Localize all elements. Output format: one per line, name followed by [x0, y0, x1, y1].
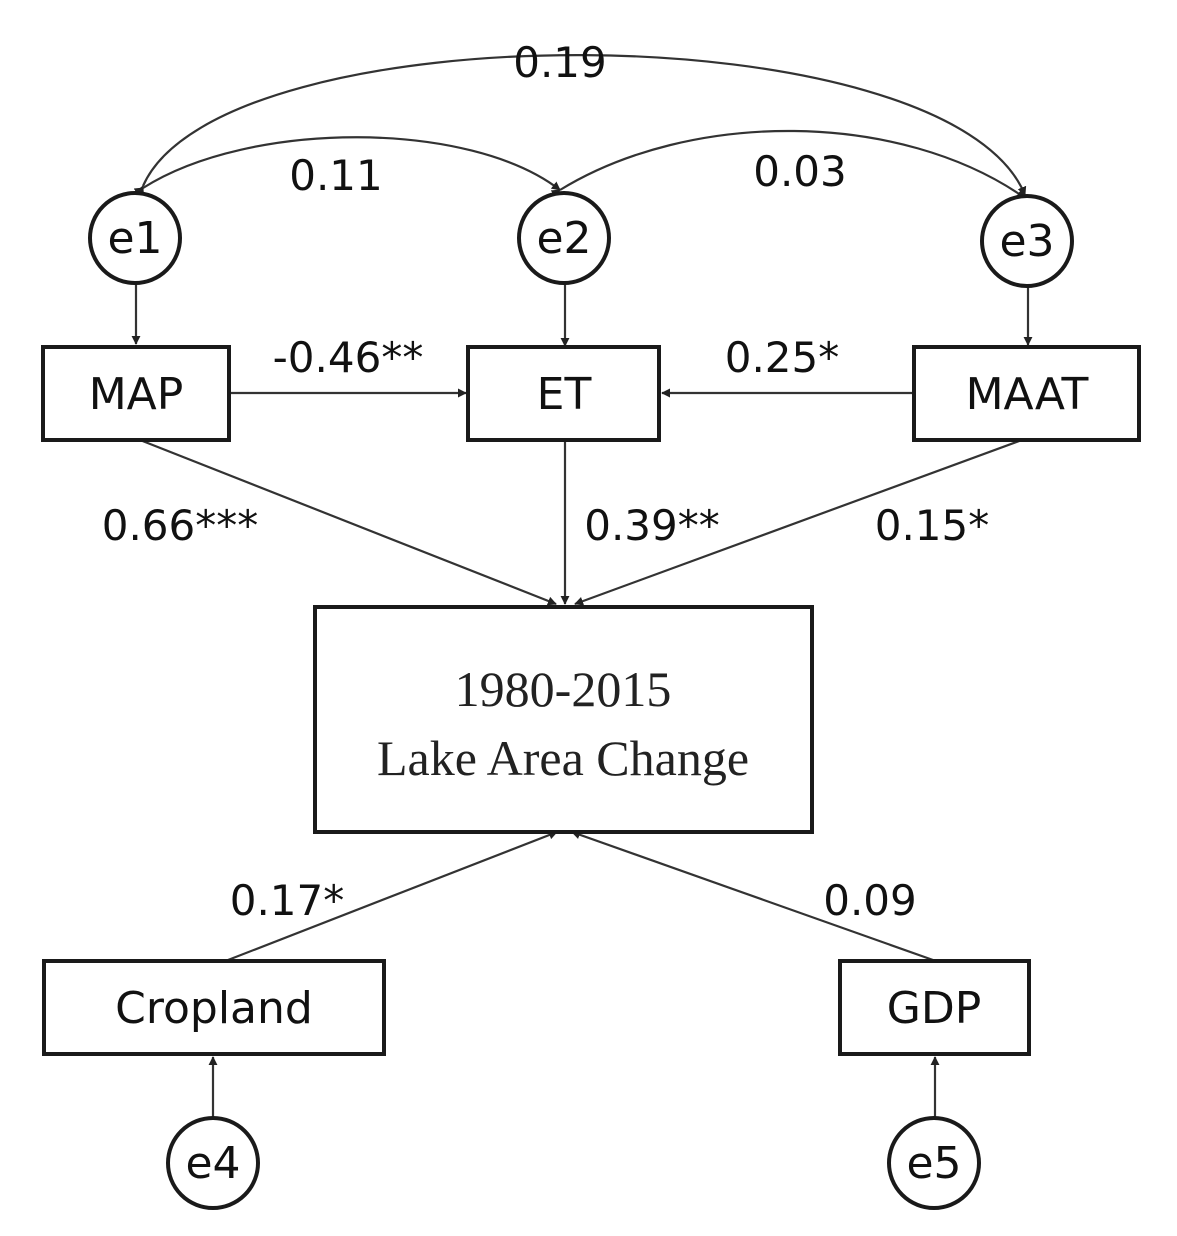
- coef-e2-e3: 0.03: [753, 147, 847, 196]
- node-lake-title-line1: 1980-2015: [455, 661, 672, 717]
- node-map: MAP: [41, 345, 231, 442]
- node-cropland-label: Cropland: [115, 983, 313, 1034]
- node-e3-label: e3: [999, 216, 1054, 267]
- coef-maat-lake: 0.15*: [875, 501, 990, 550]
- node-e4: e4: [166, 1116, 260, 1210]
- coef-map-lake: 0.66***: [102, 501, 259, 550]
- node-et: ET: [466, 345, 661, 442]
- coef-et-lake: 0.39**: [584, 501, 720, 550]
- node-e5: e5: [887, 1116, 981, 1210]
- node-e4-label: e4: [185, 1138, 240, 1189]
- coef-e1-e3: 0.19: [513, 38, 607, 87]
- node-map-label: MAP: [89, 369, 184, 420]
- node-cropland: Cropland: [42, 959, 386, 1056]
- coef-maat-et: 0.25*: [725, 333, 840, 382]
- path-cropland-lake: [227, 830, 558, 962]
- covariance-e1-e2: [133, 136, 561, 197]
- path-gdp-lake: [571, 830, 934, 962]
- coef-gdp-lake: 0.09: [823, 876, 917, 925]
- path-maat-lake: [574, 438, 1023, 606]
- node-e3: e3: [980, 194, 1074, 288]
- coef-map-et: -0.46**: [273, 333, 424, 382]
- covariance-e2-e3: [550, 129, 1026, 199]
- path-map-lake: [139, 438, 557, 606]
- coef-cropland-lake: 0.17*: [230, 876, 345, 925]
- node-e2-label: e2: [536, 213, 591, 264]
- node-gdp-label: GDP: [887, 983, 982, 1034]
- node-et-label: ET: [537, 369, 592, 420]
- coef-e1-e2: 0.11: [289, 151, 383, 200]
- node-maat: MAAT: [912, 345, 1141, 442]
- node-lake-area-change: 1980-2015 Lake Area Change: [313, 605, 814, 834]
- node-e1-label: e1: [107, 213, 162, 264]
- node-lake-title-line2: Lake Area Change: [377, 730, 749, 786]
- node-maat-label: MAAT: [966, 369, 1089, 420]
- covariance-e1-e3: [135, 54, 1027, 196]
- node-e5-label: e5: [906, 1138, 961, 1189]
- node-gdp: GDP: [838, 959, 1031, 1056]
- node-e1: e1: [88, 191, 182, 285]
- node-e2: e2: [517, 191, 611, 285]
